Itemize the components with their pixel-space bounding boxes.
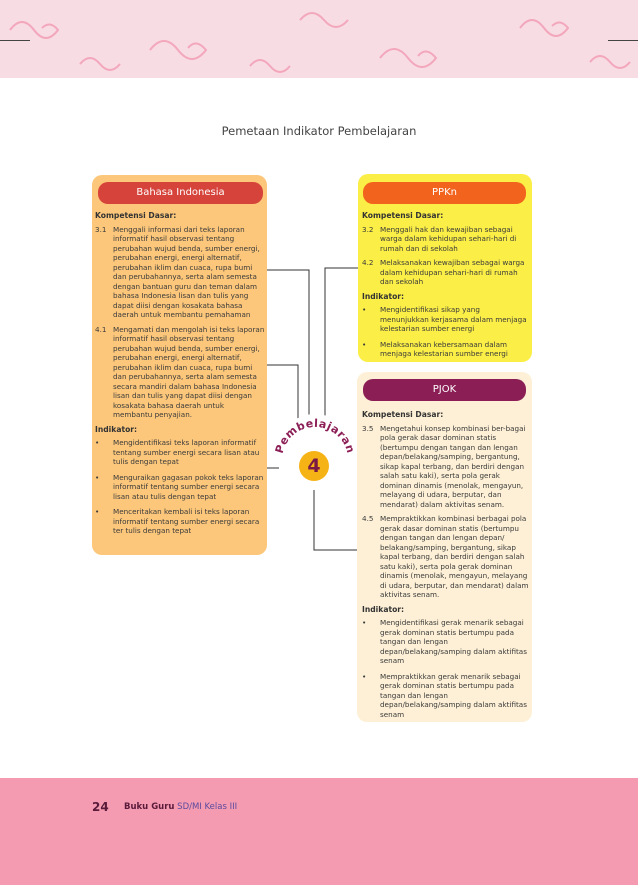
indicator-item: • Mempraktikkan gerak menarik sebagai ge…: [362, 672, 530, 720]
bullet-mark: •: [95, 438, 113, 467]
kd-number: 3.2: [362, 225, 380, 254]
bahasa-indonesia-title: Bahasa Indonesia: [98, 182, 263, 204]
indicator-item: • Mengidentifikasi teks laporan informat…: [95, 438, 265, 467]
kd-text: Mengetahui konsep kombinasi ber-bagai po…: [380, 424, 530, 510]
kd-number: 4.1: [95, 325, 113, 420]
bullet-mark: •: [362, 340, 380, 359]
pjok-content: Kompetensi Dasar: 3.5 Mengetahui konsep …: [362, 410, 530, 725]
indicator-item: • Mengidentifikasi sikap yang menunjukka…: [362, 305, 530, 334]
kd-number: 4.2: [362, 258, 380, 287]
kd-item: 4.2 Melaksanakan kewajiban sebagai warga…: [362, 258, 530, 287]
kd-heading: Kompetensi Dasar:: [362, 410, 530, 420]
indicator-text: Mengidentifikasi sikap yang menunjukkan …: [380, 305, 530, 334]
kd-number: 3.5: [362, 424, 380, 510]
kd-heading: Kompetensi Dasar:: [95, 211, 265, 221]
bullet-mark: •: [362, 618, 380, 666]
bullet-mark: •: [362, 672, 380, 720]
bullet-mark: •: [95, 507, 113, 536]
kd-text: Mengamati dan mengolah isi teks laporan …: [113, 325, 265, 420]
bahasa-indonesia-content: Kompetensi Dasar: 3.1 Menggali informasi…: [95, 211, 265, 542]
kd-number: 4.5: [362, 514, 380, 600]
kd-text: Menggali informasi dari teks laporan inf…: [113, 225, 265, 320]
indicator-heading: Indikator:: [95, 425, 265, 435]
indicator-text: Melaksanakan kebersamaan dalam menjaga k…: [380, 340, 530, 359]
indicator-item: • Melaksanakan kebersamaan dalam menjaga…: [362, 340, 530, 359]
footer-book: Buku Guru: [124, 802, 174, 812]
kd-item: 3.2 Menggali hak dan kewajiban sebagai w…: [362, 225, 530, 254]
bullet-mark: •: [95, 473, 113, 502]
footer-grade: SD/MI Kelas III: [177, 802, 237, 812]
indicator-item: • Menceritakan kembali isi teks laporan …: [95, 507, 265, 536]
center-label: Pembelajaran: [273, 417, 358, 455]
indicator-heading: Indikator:: [362, 292, 530, 302]
indicator-text: Mengidentifikasi teks laporan informatif…: [113, 438, 265, 467]
kd-text: Menggali hak dan kewajiban sebagai warga…: [380, 225, 530, 254]
bottom-decorative-band: [0, 778, 638, 885]
indicator-item: • Menguraikan gagasan pokok teks laporan…: [95, 473, 265, 502]
indicator-text: Mengidentifikasi gerak menarik sebagai g…: [380, 618, 530, 666]
ppkn-content: Kompetensi Dasar: 3.2 Menggali hak dan k…: [362, 211, 530, 365]
kd-item: 4.5 Mempraktikkan kombinasi berbagai pol…: [362, 514, 530, 600]
indicator-text: Menceritakan kembali isi teks laporan in…: [113, 507, 265, 536]
kd-item: 3.5 Mengetahui konsep kombinasi ber-baga…: [362, 424, 530, 510]
kd-number: 3.1: [95, 225, 113, 320]
kd-heading: Kompetensi Dasar:: [362, 211, 530, 221]
page-number: 24: [92, 800, 109, 814]
kd-text: Melaksanakan kewajiban sebagai warga dal…: [380, 258, 530, 287]
indicator-text: Menguraikan gagasan pokok teks laporan i…: [113, 473, 265, 502]
ppkn-title: PPKn: [363, 182, 526, 204]
kd-item: 3.1 Menggali informasi dari teks laporan…: [95, 225, 265, 320]
center-number-badge: 4: [299, 451, 329, 481]
bullet-mark: •: [362, 305, 380, 334]
indicator-heading: Indikator:: [362, 605, 530, 615]
indicator-text: Mempraktikkan gerak menarik sebagai gera…: [380, 672, 530, 720]
footer-book-title: Buku Guru SD/MI Kelas III: [124, 802, 237, 812]
indicator-item: • Mengidentifikasi gerak menarik sebagai…: [362, 618, 530, 666]
kd-item: 4.1 Mengamati dan mengolah isi teks lapo…: [95, 325, 265, 420]
svg-text:Pembelajaran: Pembelajaran: [273, 417, 358, 455]
kd-text: Mempraktikkan kombinasi berbagai pola ge…: [380, 514, 530, 600]
pjok-title: PJOK: [363, 379, 526, 401]
